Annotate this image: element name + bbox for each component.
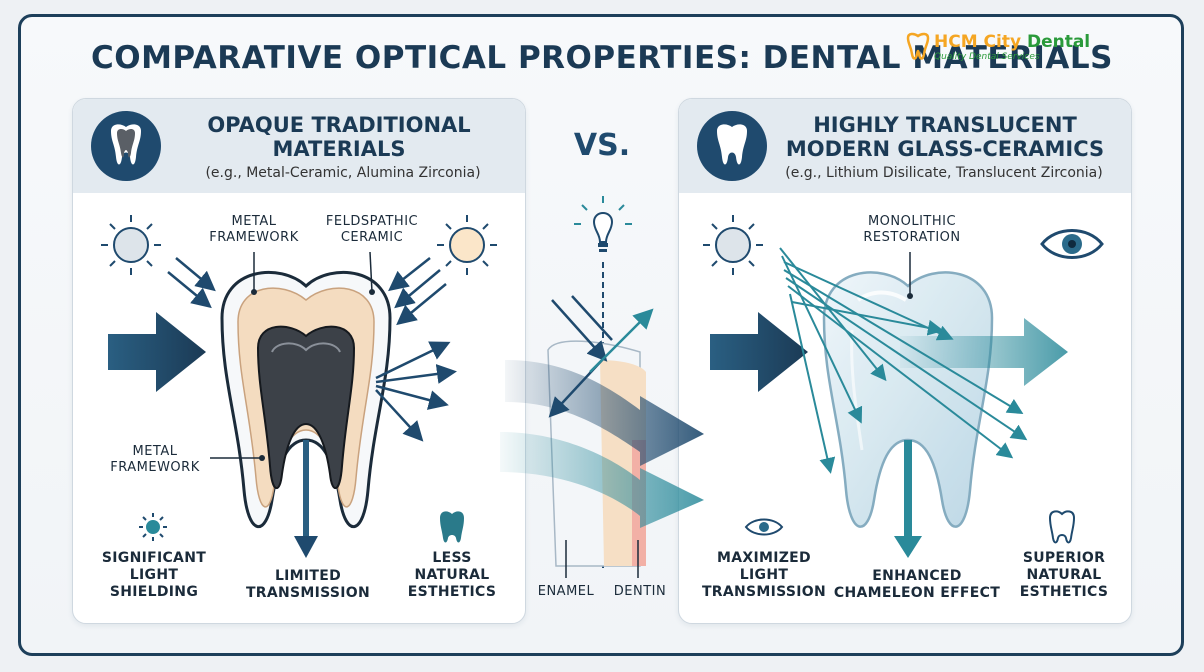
incident-light-arrow	[108, 312, 206, 392]
enhanced-transmission-arrow	[894, 440, 922, 558]
feature-maximized-transmission: MAXIMIZED LIGHT TRANSMISSION	[701, 550, 827, 600]
feature-limited-transmission: LIMITED TRANSMISSION	[245, 568, 371, 601]
transmission-eye-icon	[744, 518, 784, 536]
scattered-light-rays	[548, 295, 654, 418]
light-source-sun-icon-right	[703, 215, 763, 275]
reflected-light-rays	[375, 341, 457, 442]
translucent-panel-title: HIGHLY TRANSLUCENT MODERN GLASS-CERAMICS	[785, 113, 1105, 161]
limited-transmission-arrow	[294, 440, 318, 558]
warm-light-sun-icon	[437, 215, 497, 275]
transmitted-light-beam	[505, 360, 704, 466]
translucent-light-beam	[500, 432, 704, 528]
metal-ceramic-tooth	[220, 271, 392, 529]
feature-chameleon-effect: ENHANCED CHAMELEON EFFECT	[833, 568, 1001, 601]
label-enamel: ENAMEL	[537, 584, 595, 599]
label-dentin: DENTIN	[613, 584, 667, 599]
tooth-logo-icon	[906, 32, 930, 60]
opaque-panel-subtitle: (e.g., Metal-Ceramic, Alumina Zirconia)	[205, 165, 481, 181]
tooth-icon	[697, 111, 767, 181]
feature-less-natural-esthetics: LESS NATURAL ESTHETICS	[407, 550, 497, 600]
page-title: COMPARATIVE OPTICAL PROPERTIES: DENTAL M…	[90, 40, 1113, 76]
eye-icon	[1040, 229, 1104, 259]
light-bulb-icon	[574, 196, 632, 252]
logo-name: HCM City Dental	[934, 32, 1091, 52]
translucent-panel-header: HIGHLY TRANSLUCENT MODERN GLASS-CERAMICS…	[679, 99, 1131, 193]
translucent-panel-subtitle: (e.g., Lithium Disilicate, Translucent Z…	[785, 165, 1103, 181]
label-metal-framework-side: METAL FRAMEWORK	[110, 444, 200, 475]
vs-label: VS.	[573, 128, 631, 163]
less-natural-tooth-icon	[440, 511, 464, 543]
label-metal-framework-top: METAL FRAMEWORK	[209, 214, 299, 245]
tooth-cross-section-icon	[91, 111, 161, 181]
label-feldspathic-ceramic: FELDSPATHIC CERAMIC	[325, 214, 419, 245]
opaque-panel-title: OPAQUE TRADITIONAL MATERIALS	[207, 113, 471, 161]
label-leader-lines	[210, 251, 373, 459]
light-shield-icon	[139, 513, 167, 541]
transmitted-light-arrow	[900, 318, 1068, 386]
logo-subtitle: Quality Dental Services	[934, 52, 1040, 62]
label-monolithic-restoration: MONOLITHIC RESTORATION	[863, 214, 961, 245]
opaque-panel-header: OPAQUE TRADITIONAL MATERIALS (e.g., Meta…	[73, 99, 525, 193]
brand-logo: HCM City Dental Quality Dental Services	[904, 32, 1090, 72]
incoming-light-rays	[167, 257, 447, 326]
diffuse-light-rays	[779, 247, 1028, 474]
incident-light-arrow-right	[710, 312, 808, 392]
natural-tooth-icon	[1048, 510, 1076, 544]
feature-superior-esthetics: SUPERIOR NATURAL ESTHETICS	[1019, 550, 1109, 600]
feature-light-shielding: SIGNIFICANT LIGHT SHIELDING	[101, 550, 207, 600]
light-source-sun-icon	[101, 215, 161, 275]
